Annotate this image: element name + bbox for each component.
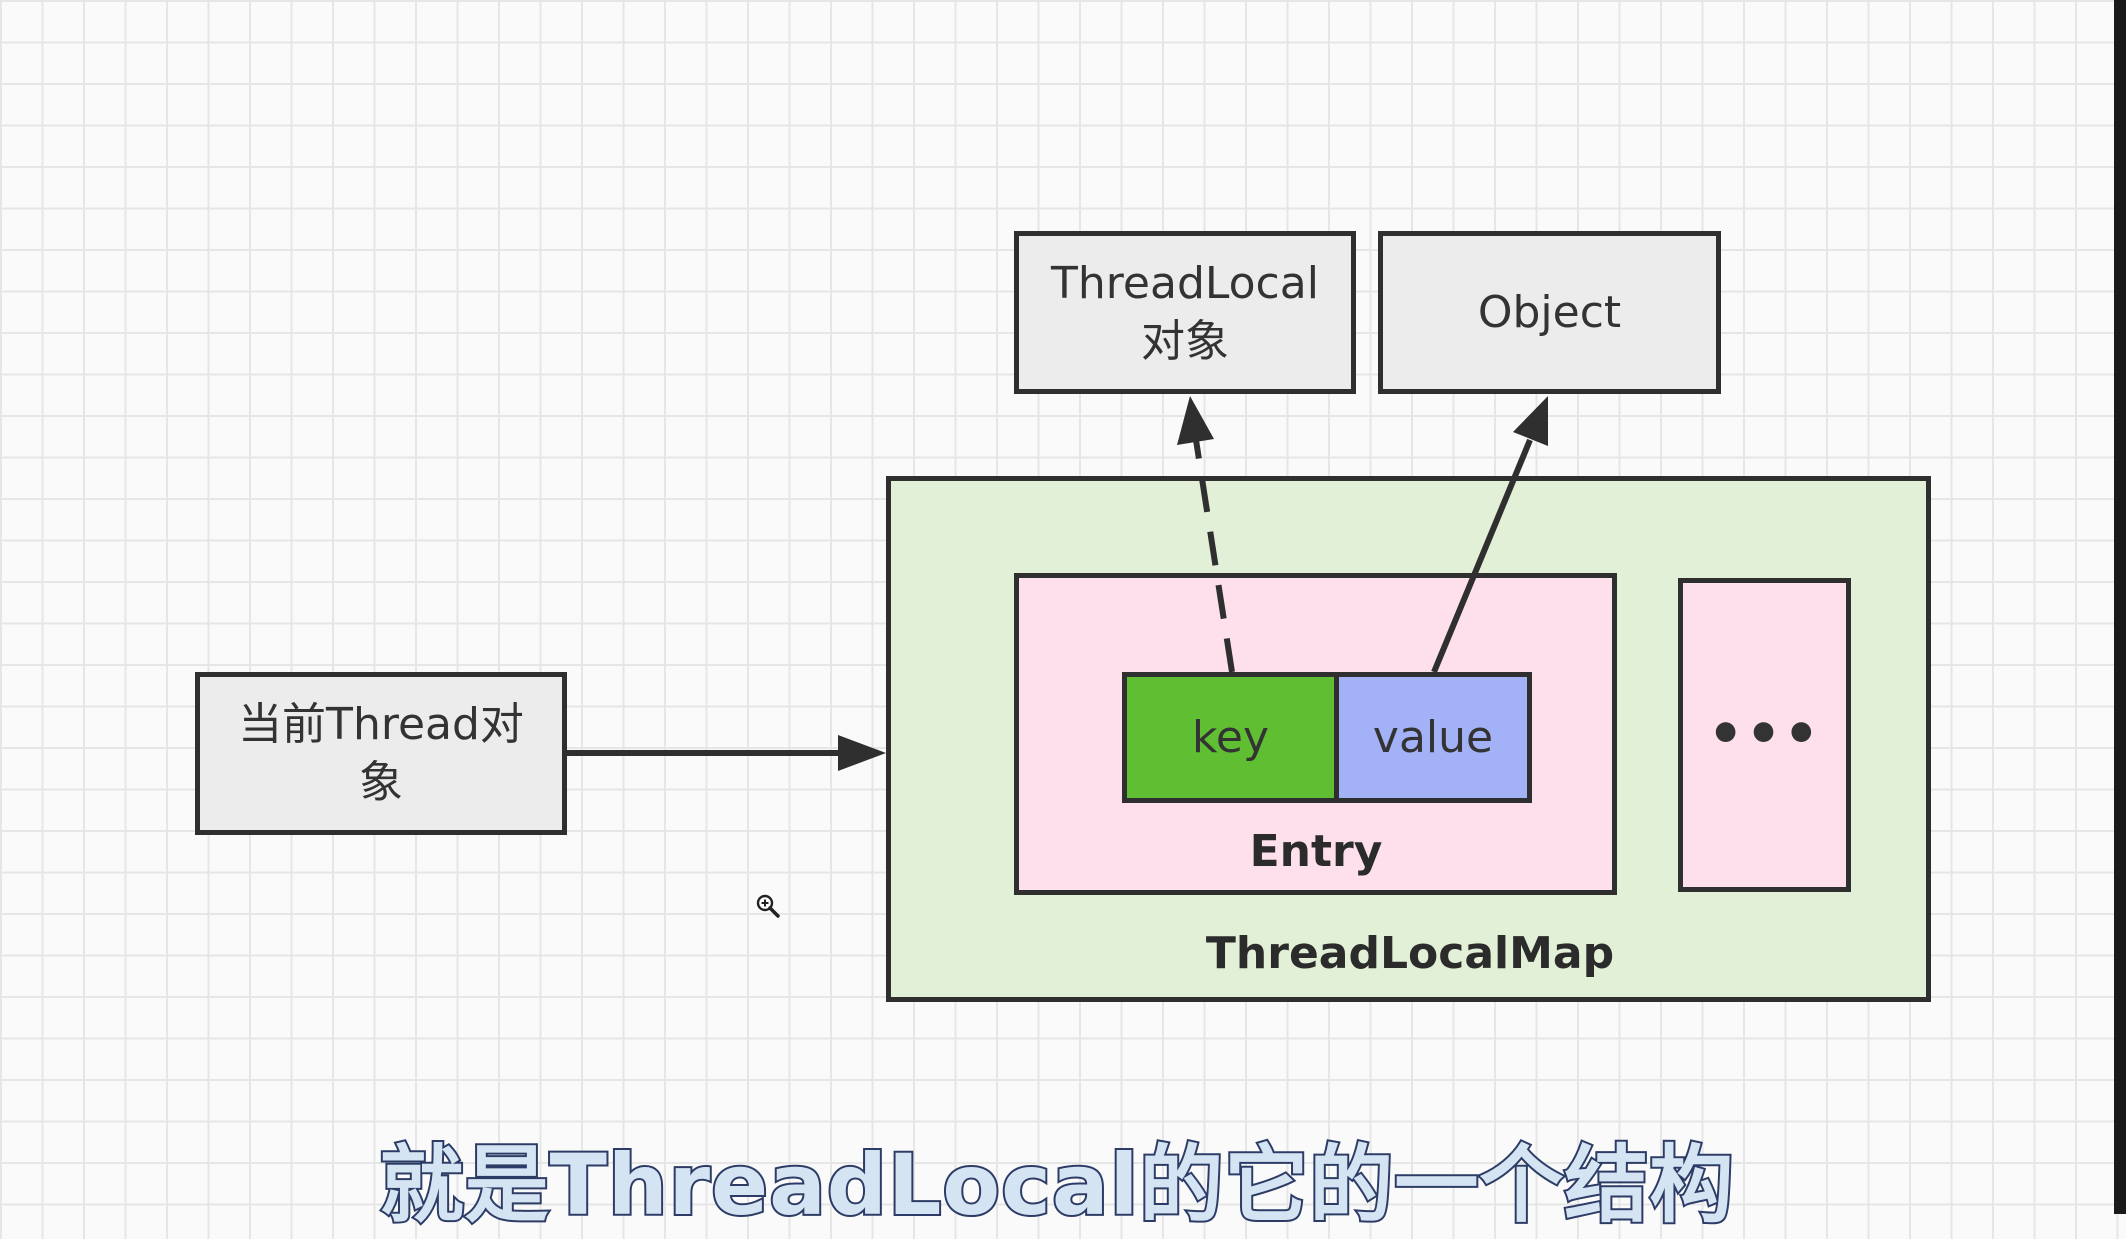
value-cell[interactable]: value xyxy=(1334,672,1532,803)
key-cell[interactable]: key xyxy=(1122,672,1339,803)
key-to-threadlocal-weak-arrow xyxy=(1193,439,1235,673)
key-label: key xyxy=(1191,711,1270,763)
threadlocal-arrowhead xyxy=(1177,396,1214,445)
zoom-in-cursor-icon xyxy=(756,894,780,918)
ellipsis-icon: ••• xyxy=(1707,702,1822,767)
current-thread-object-box[interactable]: 当前Thread对 象 xyxy=(195,672,567,835)
value-to-object-arrow xyxy=(1431,438,1533,674)
video-subtitle: 就是ThreadLocal的它的一个结构 xyxy=(378,1134,1736,1236)
more-entries-box[interactable]: ••• xyxy=(1678,578,1851,892)
object-box[interactable]: Object xyxy=(1378,231,1721,394)
value-label: value xyxy=(1372,711,1494,763)
object-arrowhead xyxy=(1513,396,1548,446)
thread-to-map-arrowhead xyxy=(838,735,886,771)
entry-label: Entry xyxy=(1249,826,1383,877)
object-label: Object xyxy=(1477,286,1622,338)
threadlocal-object-label: ThreadLocal 对象 xyxy=(1051,258,1319,367)
threadlocalmap-label: ThreadLocalMap xyxy=(1205,928,1615,979)
window-edge xyxy=(2114,0,2126,1214)
arrows-layer xyxy=(567,396,1548,771)
current-thread-object-label: 当前Thread对 象 xyxy=(238,699,524,808)
threadlocal-object-box[interactable]: ThreadLocal 对象 xyxy=(1014,231,1356,394)
